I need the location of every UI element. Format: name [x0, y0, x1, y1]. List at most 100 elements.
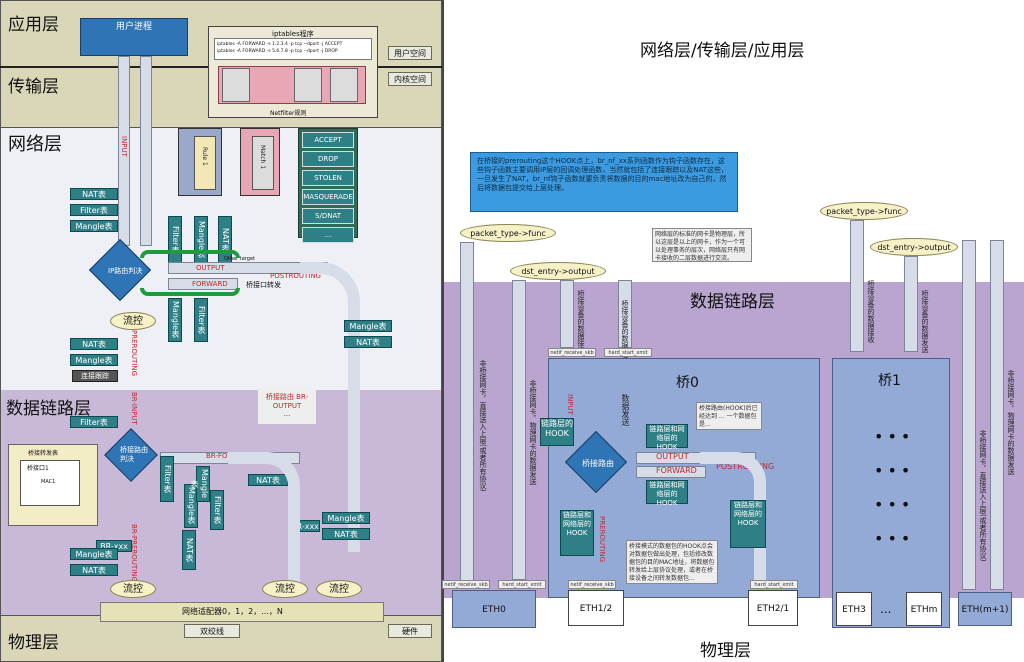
br-input-label: BR-INPUT: [130, 392, 138, 425]
link-net-hook-4[interactable]: 链路层和网络层的HOOK: [730, 500, 766, 548]
bridge-forward-call: 桥接口转发: [246, 281, 281, 289]
shaft-r2: [512, 280, 526, 580]
flow-ctrl-net[interactable]: 流控: [110, 312, 156, 330]
flow-ctrl-link-1[interactable]: 流控: [110, 580, 156, 598]
gray-note: 网络层的标准的网卡是物理层，所以这层是以上的网卡，作为一个可以处理事务的层次，网…: [652, 228, 752, 262]
eth-dots: ...: [880, 602, 892, 616]
target-item[interactable]: STOLEN: [302, 170, 354, 186]
eth0-box[interactable]: ETH0: [452, 590, 536, 628]
br-mangle-v1[interactable]: Mangle表: [184, 484, 198, 528]
eth12-label: ETH1/2: [579, 604, 613, 614]
netfilter-rule-inner-1: [222, 68, 250, 102]
link-net-hook-2-label: 链路层和网络层的HOOK: [649, 481, 685, 507]
shaft-r4: [618, 280, 632, 348]
target-item[interactable]: ...: [302, 227, 354, 243]
input-label-left: INPUT: [120, 136, 128, 157]
br-mangle-right[interactable]: Mangle表: [322, 512, 370, 524]
layer-title-physical: 物理层: [8, 633, 59, 653]
ethm1-box[interactable]: ETH(m+1): [958, 592, 1012, 626]
flow-ctrl-link-2[interactable]: 流控: [262, 580, 308, 598]
conntrack-box[interactable]: 连接跟踪: [72, 370, 118, 382]
non-bridge-up: 非桥接网卡，直接送入上层(或者所有协议): [479, 360, 487, 492]
netfilter-rule-inner-2: [294, 68, 322, 102]
br-right-curve: [228, 452, 300, 582]
gray-note-text: 网络层的标准的网卡是物理层，所以这层是以上的网卡，作为一个可以处理事务的层次，网…: [655, 231, 746, 262]
adapter-label: 网络适配器0，1，2，...，N: [182, 607, 283, 616]
targets-list: ACCEPT DROP STOLEN MASQUERADE S/DNAT...: [302, 132, 354, 246]
net-nat-right[interactable]: NAT表: [344, 336, 392, 348]
ethm-label: ETHm: [910, 605, 938, 615]
bridge-note-text: 桥接路由(HOOK)后已经达到 ... 一个数据包是...: [699, 405, 758, 428]
bridge1-dots-row-2: •••: [874, 461, 915, 480]
net-filter-table[interactable]: Filter表: [70, 204, 118, 216]
shaft-r8: [990, 240, 1004, 590]
eth3-box[interactable]: ETH3: [836, 592, 872, 626]
shaft-r7: [962, 240, 976, 590]
bridge-route-label: 桥接路由: [582, 459, 614, 468]
info-box-text: 在桥接的prerouting这个HOOK点上，br_nf_xx系列函数作为钩子函…: [477, 157, 729, 192]
mac-label: MAC1: [41, 479, 56, 485]
net-mangle-right[interactable]: Mangle表: [344, 320, 392, 332]
flow-ctrl-link-3[interactable]: 流控: [316, 580, 362, 598]
bridge-send-2: 桥接设备的数据发送: [921, 290, 929, 353]
bridge0-label: 桥0: [676, 375, 699, 391]
right-title-link: 数据链路层: [690, 292, 775, 312]
adapter-bar: [100, 602, 384, 622]
net-nat-table-2[interactable]: NAT表: [70, 338, 118, 350]
br-nat-right[interactable]: NAT表: [322, 528, 370, 540]
bottom-note: 桥接模式的数据包的HOOK点会对数据包做出处理，包括修改数据包的目的MAC地址，…: [626, 540, 718, 584]
bridge-recv: 桥接设备的数据接收: [577, 290, 585, 353]
net-v-table-5[interactable]: Filter表: [194, 298, 208, 342]
net-mangle-table[interactable]: Mangle表: [70, 220, 118, 232]
link-net-hook-2[interactable]: 链路层和网络层的HOOK: [646, 480, 688, 507]
left-physical-band: [0, 615, 442, 662]
bridge1-label: 桥1: [878, 373, 901, 389]
br-prerouting-label: BR-PREROUTING: [130, 524, 138, 582]
hard-start-tag-1: hard_start_xmit: [604, 348, 652, 357]
eth21-box[interactable]: ETH2/1: [748, 590, 798, 626]
bridge1-dots: ••• ••• ••• •••: [874, 420, 914, 556]
netif-rx-tag-3: netif_receive_skb: [568, 580, 616, 589]
link-net-hook-3[interactable]: 链路层和网络层的HOOK: [560, 510, 594, 556]
bridge1-panel: [832, 358, 950, 628]
iptables-cmd1: iptables -A FORWARD -s 1.2.3.4 -p tcp --…: [217, 42, 343, 47]
layer-title-network: 网络层: [8, 134, 62, 155]
bridge-table-title: 桥接转发表: [28, 450, 59, 457]
forward-pipe: [168, 278, 238, 290]
br-filter-v[interactable]: Filter表: [160, 456, 174, 502]
link-net-hook-1[interactable]: 链路层和网络层的HOOK: [646, 424, 688, 451]
link-filter-table[interactable]: Filter表: [70, 416, 118, 428]
br-output-box: 桥接路由 BR-OUTPUT ...: [258, 388, 316, 424]
target-item[interactable]: S/DNAT: [302, 208, 354, 224]
net-v-table-4[interactable]: Mangle表: [168, 298, 182, 342]
right-prerouting-label: PREROUTING: [598, 516, 606, 563]
target-item[interactable]: MASQUERADE: [302, 189, 354, 205]
non-bridge-up-2: 非桥接网卡，直接送入上层(或者所有协议): [979, 430, 987, 562]
bridge1-dots-row-4: •••: [874, 529, 915, 548]
bridge-send: 桥接设备的数据发送: [621, 300, 629, 363]
net-mangle-table-2[interactable]: Mangle表: [70, 354, 118, 366]
green-arrow-top: [140, 250, 240, 258]
layer-title-transport: 传输层: [8, 77, 59, 97]
rule-label: Rule 1: [201, 147, 208, 166]
target-item[interactable]: ACCEPT: [302, 132, 354, 148]
link-net-hook-3-label: 链路层和网络层的HOOK: [563, 511, 591, 537]
br-mangle-table[interactable]: Mangle表: [70, 548, 118, 560]
ethm-box[interactable]: ETHm: [906, 592, 942, 626]
data-send-label: 数据发送: [621, 394, 630, 426]
br-mangle-v2[interactable]: Mangle表: [190, 466, 210, 502]
link-hook-box[interactable]: 链路层的HOOK: [540, 418, 574, 446]
br-nat-table-2[interactable]: NAT表: [70, 564, 118, 576]
eth12-box[interactable]: ETH1/2: [568, 590, 624, 626]
br-nat-v[interactable]: NAT表: [182, 530, 196, 570]
prerouting-label: PREROUTING: [130, 330, 138, 377]
eth3-label: ETH3: [842, 605, 866, 615]
user-process-box[interactable]: 用户进程: [80, 18, 188, 56]
netif-rx-tag-1: netif_receive_skb: [548, 348, 596, 357]
net-nat-table[interactable]: NAT表: [70, 188, 118, 200]
br-filter-v2[interactable]: Filter表: [210, 490, 224, 530]
bridge-inner-label: 桥接口1: [27, 465, 49, 472]
green-arrow-bottom: [140, 288, 240, 296]
br-output-dots: ...: [283, 410, 291, 418]
target-item[interactable]: DROP: [302, 151, 354, 167]
